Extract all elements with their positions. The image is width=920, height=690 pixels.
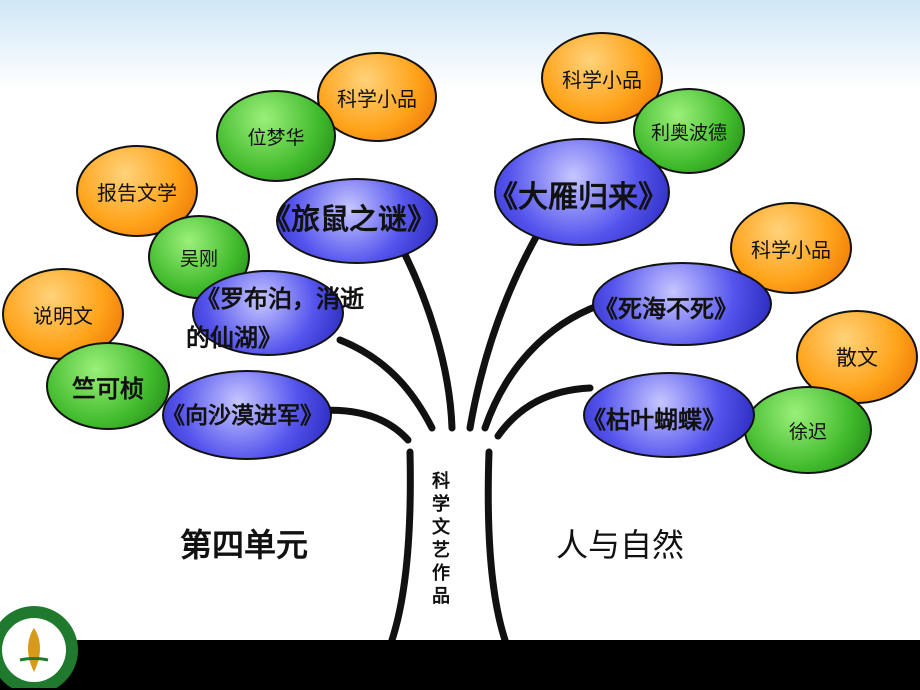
bubble-label: 科学小品: [337, 86, 417, 111]
unit-caption: 第四单元: [180, 526, 309, 564]
bubble-label: 位梦华: [247, 126, 305, 149]
bubble-label: 散文: [836, 346, 878, 370]
trunk-left-edge: [388, 448, 414, 644]
right-title-1: 《大雁归来》: [488, 180, 668, 215]
left-author-bubble-3: 竺可桢: [46, 342, 170, 430]
left-title-bubble-3: [162, 370, 332, 460]
school-logo-icon: [0, 606, 78, 688]
left-title-bubble-1: [276, 178, 438, 264]
right-title-bubble-2: [592, 262, 772, 346]
theme-caption: 人与自然: [556, 526, 685, 564]
left-title-1: 《旅鼠之谜》: [262, 202, 437, 236]
left-title-2-line1: 《罗布泊，消逝: [196, 285, 364, 313]
bubble-label: 利奥波德: [650, 121, 727, 144]
bottom-bar: [0, 640, 920, 690]
bubble-label: 说明文: [33, 303, 93, 328]
bubble-label: 科学小品: [751, 237, 831, 262]
right-type-bubble-2: 科学小品: [730, 202, 852, 294]
left-title-bubble-2: [192, 270, 344, 356]
bubble-label: 报告文学: [97, 180, 177, 205]
left-title-3: 《向沙漠进军》: [162, 403, 323, 429]
right-title-bubble-1: [494, 138, 670, 246]
right-title-2: 《死海不死》: [594, 295, 738, 323]
bubble-label: 吴刚: [179, 247, 218, 270]
bubble-label: 科学小品: [562, 67, 642, 92]
trunk-right-edge: [484, 448, 509, 644]
right-title-3: 《枯叶蝴蝶》: [582, 406, 726, 434]
trunk-label: 科学文艺作品: [432, 471, 450, 607]
right-title-bubble-3: [583, 372, 755, 458]
left-type-bubble-3: 说明文: [2, 268, 124, 360]
branch-deadsea: [481, 301, 604, 432]
left-author-bubble-1: 位梦华: [216, 90, 336, 182]
left-type-bubble-1: 科学小品: [317, 52, 437, 142]
branch-butterfly: [494, 384, 594, 440]
branch-lopnur: [336, 336, 436, 432]
branch-geese: [466, 226, 544, 432]
bubble-label: 徐迟: [788, 420, 827, 443]
right-author-bubble-3: 徐迟: [744, 386, 872, 474]
branch-lemming: [391, 231, 456, 432]
bubble-label: 竺可桢: [72, 374, 144, 403]
left-title-2-line2: 的仙湖》: [186, 324, 282, 352]
